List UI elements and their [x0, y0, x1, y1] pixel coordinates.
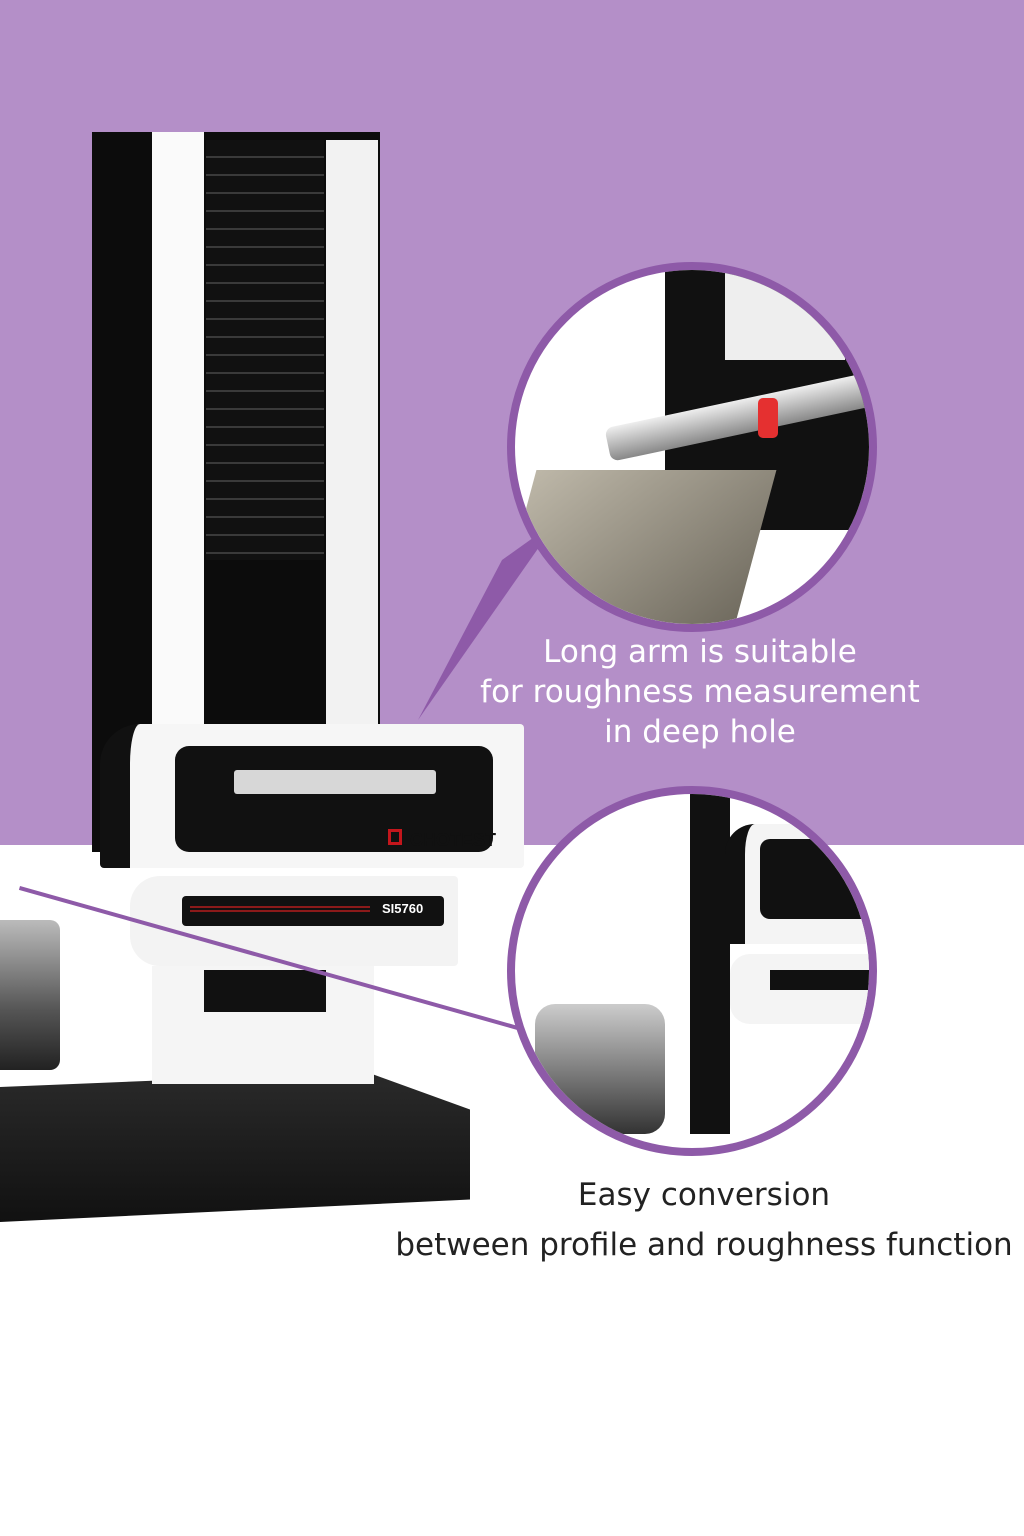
detail-fixture	[535, 1004, 665, 1134]
lower-housing-window	[204, 970, 326, 1012]
detail-workpiece	[515, 470, 777, 624]
caption-line: Easy conversion	[577, 1177, 831, 1213]
detail-window	[760, 839, 869, 919]
column-panel-right	[326, 140, 378, 732]
caption-line: Long arm is suitable	[543, 634, 857, 670]
detail-red-collar	[758, 398, 778, 438]
column-vent-slats	[206, 140, 324, 560]
detail-arm-window	[770, 970, 869, 990]
model-label: SI5760	[382, 901, 424, 916]
detail-panel	[725, 270, 845, 360]
granite-base	[0, 1072, 470, 1222]
caption-line: between profile and roughness function	[395, 1227, 1013, 1263]
caption-line: for roughness measurement	[480, 674, 920, 710]
brand-name: CHOTEST	[410, 830, 497, 850]
detail-circle-conversion	[507, 786, 877, 1156]
carriage-window	[175, 746, 493, 852]
chotest-logo-icon	[388, 829, 402, 845]
caption-line: in deep hole	[604, 714, 796, 750]
arm-red-stripes	[190, 906, 370, 914]
led-strip	[234, 770, 436, 794]
detail-column	[690, 794, 730, 1134]
detail-circle-long-arm	[507, 262, 877, 632]
callout-caption-conversion: Easy conversion between profile and roug…	[384, 1170, 1024, 1270]
column-panel-left	[152, 132, 204, 732]
workpiece-fixture	[0, 920, 60, 1070]
callout-caption-long-arm: Long arm is suitable for roughness measu…	[460, 632, 940, 752]
